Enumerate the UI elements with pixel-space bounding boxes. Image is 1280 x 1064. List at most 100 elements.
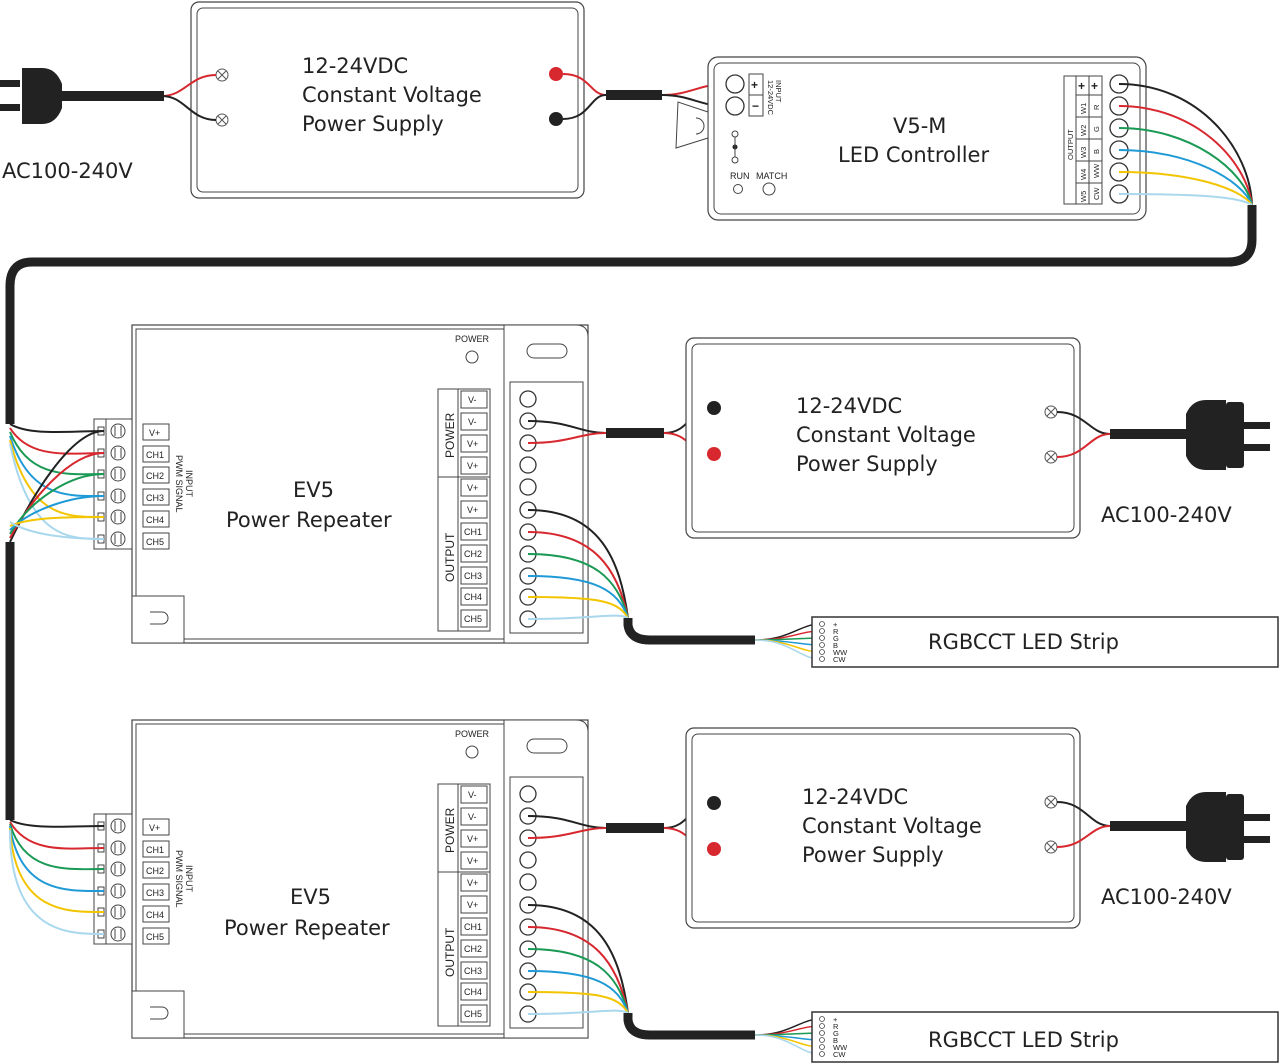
strip2-pin-ww: WW	[833, 1043, 848, 1052]
psu-top-plus-terminal	[549, 67, 563, 81]
strip2-pin-g: G	[833, 1029, 839, 1038]
ctrl-out-cw: CW	[1092, 187, 1101, 200]
ctrl-out-g: G	[1092, 126, 1101, 132]
ac-plug-icon	[1110, 400, 1270, 470]
rep2-output-group: OUTPUT	[443, 927, 457, 977]
rep2-out-t1: V+	[467, 878, 478, 888]
psu3-line-3: Power Supply	[802, 843, 944, 867]
rep1-out-t5: CH3	[464, 571, 482, 581]
psu-top: 12-24VDC Constant Voltage Power Supply	[190, 1, 585, 199]
ctrl-out-ww: WW	[1092, 163, 1101, 178]
rep1-out-t6: CH4	[464, 592, 482, 602]
rep2-in-ch4: CH4	[146, 910, 164, 920]
match-button[interactable]	[762, 182, 776, 196]
rep2-out-t4: CH2	[464, 944, 482, 954]
strip1-pin-plus: +	[833, 620, 838, 629]
ctrl-out-r: R	[1092, 104, 1101, 110]
rep2-out-t6: CH4	[464, 987, 482, 997]
psu-top-line-2: Constant Voltage	[302, 83, 482, 107]
rep1-input-label: INPUT	[184, 470, 194, 498]
ctrl-run-label: RUN	[730, 171, 750, 181]
strip1-label: RGBCCT LED Strip	[928, 630, 1119, 654]
strip1-pin-b: B	[833, 641, 838, 650]
ctrl-out-w1: W1	[1079, 103, 1088, 114]
ac-label-2: AC100-240V	[1101, 503, 1232, 527]
rep2-power-group: POWER	[443, 807, 457, 853]
ctrl-output-label: OUTPUT	[1066, 129, 1075, 160]
ctrl-input-plus: +	[751, 78, 758, 92]
rep1-output-group: OUTPUT	[443, 532, 457, 582]
ctrl-input-voltage: 12-24VDC	[766, 80, 775, 116]
rep1-out-t7: CH5	[464, 614, 482, 624]
rep1-out-t2: V+	[467, 505, 478, 515]
ctrl-out-w5: W5	[1079, 191, 1088, 202]
rep1-pw-t3: V+	[467, 439, 478, 449]
rep1-pw-t2: V-	[468, 417, 477, 427]
rep1-out-t1: V+	[467, 483, 478, 493]
rep2-out-t7: CH5	[464, 1009, 482, 1019]
rep2-out-t5: CH3	[464, 966, 482, 976]
rep2-out-t3: CH1	[464, 922, 482, 932]
repeater-2: POWER EV5 Power Repeater V+ CH1 CH2 C	[93, 719, 589, 1039]
signal-trunk-cable	[5, 205, 1257, 424]
psu-top-line-3: Power Supply	[302, 112, 444, 136]
strip2-pin-cw: CW	[833, 1050, 846, 1059]
rep2-title-2: Power Repeater	[224, 916, 390, 940]
rep2-pw-t3: V+	[467, 834, 478, 844]
rep2-input-label: INPUT	[184, 865, 194, 893]
rep1-in-vplus: V+	[149, 428, 160, 438]
rep2-in-ch5: CH5	[146, 932, 164, 942]
psu-top-minus-terminal	[549, 112, 563, 126]
ac-plug-icon	[0, 68, 164, 124]
ctrl-out-plus-b: +	[1091, 79, 1098, 93]
ctrl-out-plus-a: +	[1078, 79, 1085, 93]
psu3-line-2: Constant Voltage	[802, 814, 982, 838]
run-indicator	[733, 184, 743, 194]
rep2-in-ch2: CH2	[146, 866, 164, 876]
rep2-input-sub: PWM SIGNAL	[174, 850, 184, 908]
rep1-pw-t4: V+	[467, 461, 478, 471]
rep2-pw-t4: V+	[467, 856, 478, 866]
psu2-line-1: 12-24VDC	[796, 394, 902, 418]
ctrl-input-label: INPUT	[774, 80, 783, 103]
rep1-out-t3: CH1	[464, 527, 482, 537]
rep2-power-led-label: POWER	[455, 729, 490, 739]
rep1-pw-t1: V-	[468, 395, 477, 405]
rep1-title-1: EV5	[293, 478, 334, 502]
psu3-line-1: 12-24VDC	[802, 785, 908, 809]
led-controller: + − INPUT 12-24VDC RUN MATCH V5-M LED Co…	[675, 56, 1147, 221]
controller-title-1: V5-M	[893, 114, 946, 138]
rep1-in-ch3: CH3	[146, 493, 164, 503]
led-strip-2: + R G B WW CW RGBCCT LED Strip	[811, 1011, 1279, 1063]
strip1-pin-g: G	[833, 634, 839, 643]
ctrl-input-minus: −	[752, 99, 759, 113]
psu-top-line-1: 12-24VDC	[302, 54, 408, 78]
rep2-power-led	[465, 745, 479, 759]
rep2-in-ch1: CH1	[146, 845, 164, 855]
ctrl-out-w3: W3	[1079, 147, 1088, 158]
rep1-power-led	[465, 350, 479, 364]
strip2-pin-r: R	[833, 1022, 839, 1031]
rep2-title-1: EV5	[290, 885, 331, 909]
rep1-in-ch4: CH4	[146, 515, 164, 525]
psu-3: 12-24VDC Constant Voltage Power Supply	[685, 727, 1081, 929]
led-strip-1: + R G B WW CW RGBCCT LED Strip	[811, 616, 1279, 668]
ac-label-top: AC100-240V	[2, 159, 133, 183]
controller-title-2: LED Controller	[838, 143, 989, 167]
strip2-pin-plus: +	[833, 1015, 838, 1024]
rep2-in-ch3: CH3	[146, 888, 164, 898]
rep1-in-ch2: CH2	[146, 471, 164, 481]
rep1-power-led-label: POWER	[455, 334, 490, 344]
rep1-out-t4: CH2	[464, 549, 482, 559]
rep2-in-vplus: V+	[149, 823, 160, 833]
psu-2: 12-24VDC Constant Voltage Power Supply	[685, 337, 1081, 539]
ac-plug-icon	[1110, 792, 1270, 862]
ctrl-out-b: B	[1092, 149, 1101, 154]
rep1-power-group: POWER	[443, 412, 457, 458]
strip2-label: RGBCCT LED Strip	[928, 1028, 1119, 1052]
rep2-out-t2: V+	[467, 900, 478, 910]
ctrl-out-w2: W2	[1079, 125, 1088, 136]
rep2-pw-t2: V-	[468, 812, 477, 822]
ctrl-out-w4: W4	[1079, 169, 1088, 180]
